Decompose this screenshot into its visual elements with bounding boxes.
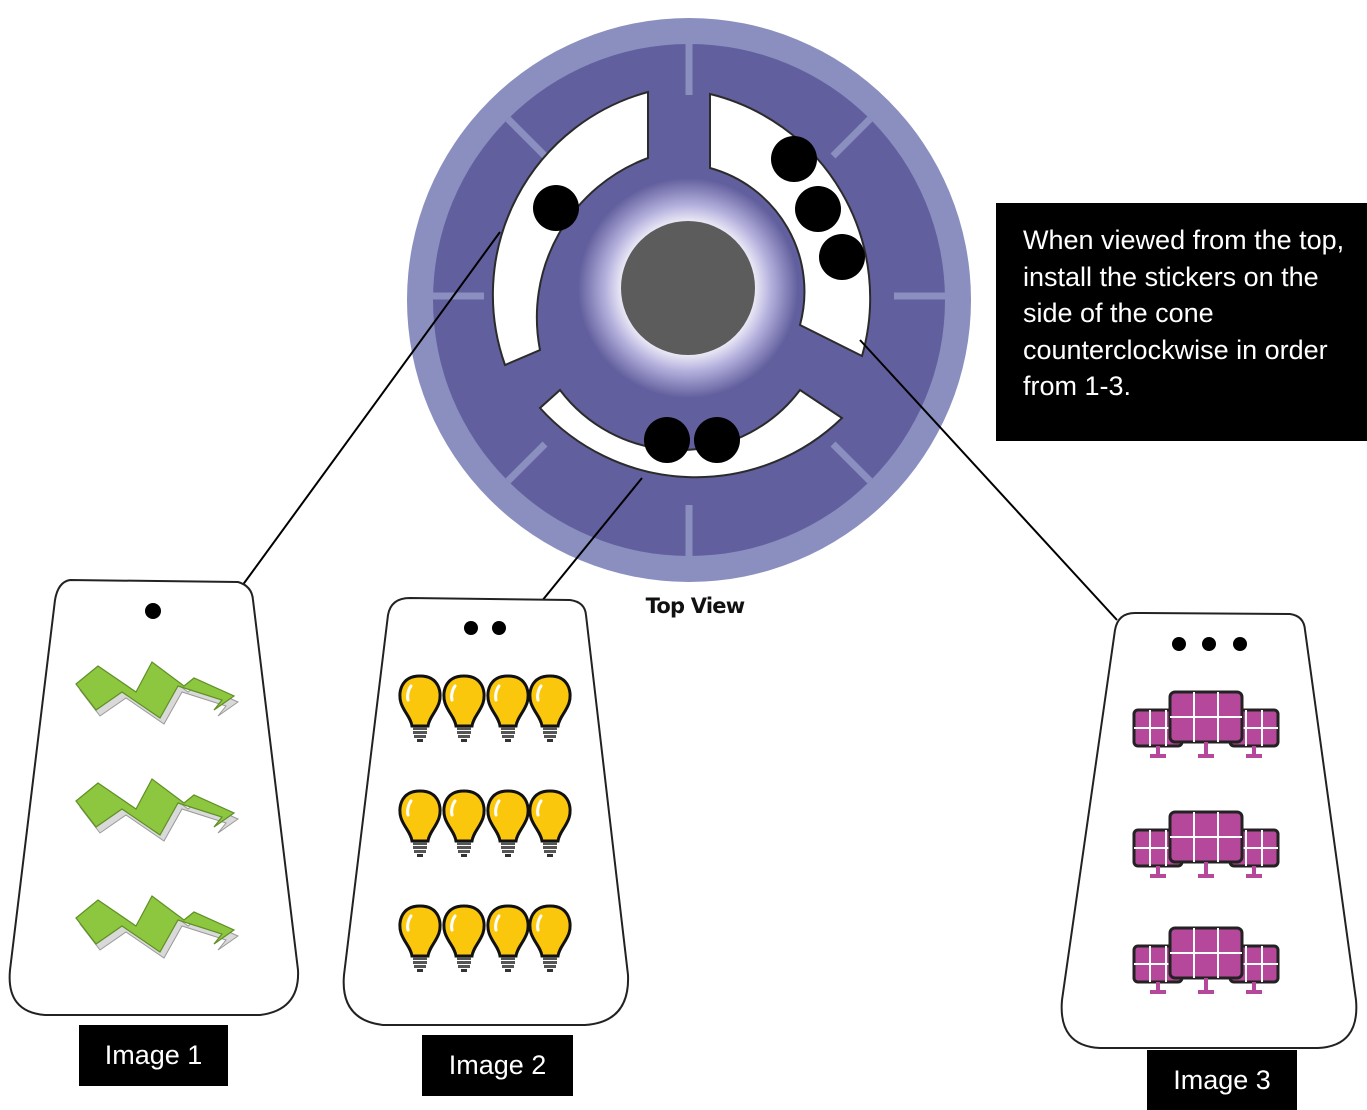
slot-1 [491,90,649,367]
caption-image-2: Image 2 [422,1035,573,1096]
hub-center [621,221,755,355]
sticker-dot [1233,637,1247,651]
top-view-wheel [407,18,971,582]
connector-line-image-3 [859,339,1118,621]
slot-2-dot [795,186,841,232]
top-view-label: Top View [645,594,745,618]
slot-3-dot [644,417,690,463]
sticker-image-1 [8,578,300,1016]
sticker-dot [464,621,478,635]
sticker-dot [1202,637,1216,651]
slot-3-dot [694,417,740,463]
slot-2-dot [771,136,817,182]
caption-image-3: Image 3 [1147,1050,1297,1110]
sticker-dot [492,621,506,635]
slot-2-dot [819,234,865,280]
ring-dividers [433,44,945,556]
sticker-image-3 [1060,611,1358,1049]
caption-image-1: Image 1 [79,1025,228,1086]
connector-line-image-2 [536,477,643,608]
slot-3 [538,388,844,479]
connector-lines [241,231,1118,621]
slot-1-dot [533,185,579,231]
sticker-dot [1172,637,1186,651]
connector-line-image-1 [241,231,501,587]
sticker-dot [145,603,161,619]
sticker-image-2 [342,596,630,1026]
instruction-box: When viewed from the top, install the st… [996,203,1367,441]
